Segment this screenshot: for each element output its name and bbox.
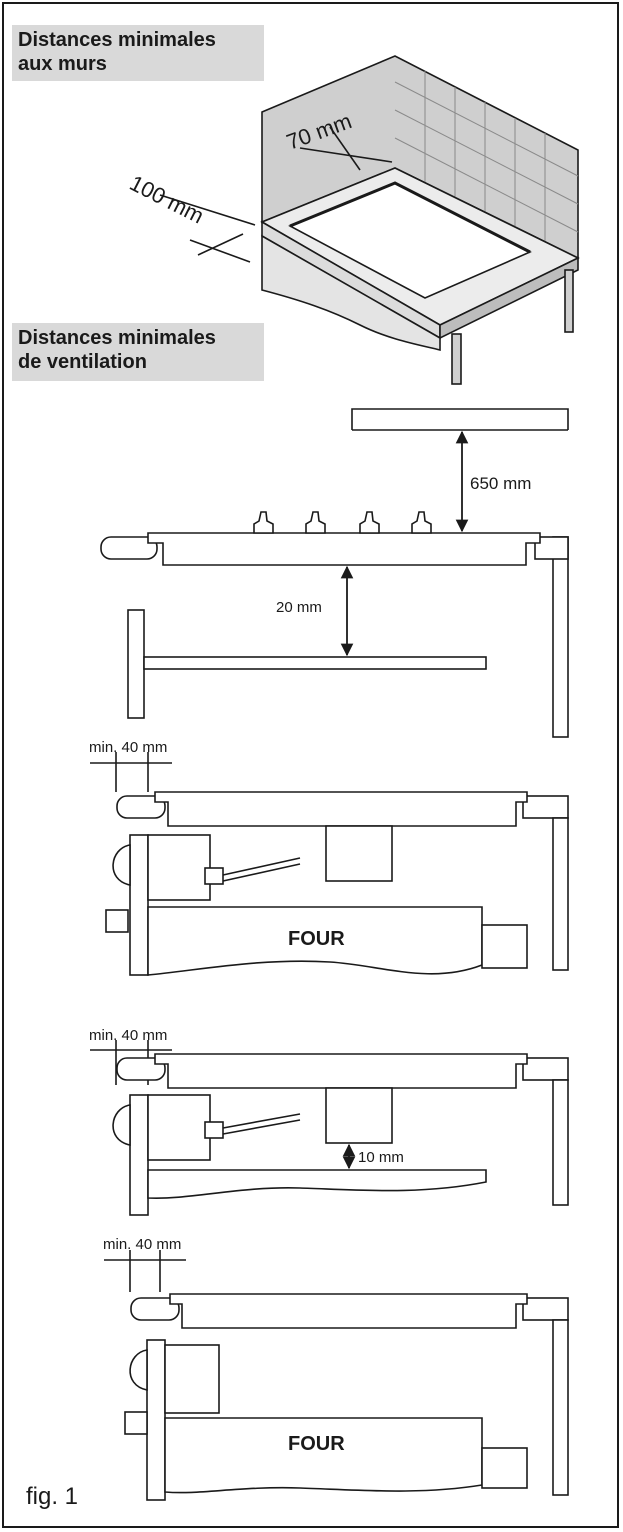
cabinet-side [146,1339,166,1501]
figure-caption: fig. 1 [26,1483,79,1510]
shelf-support [127,609,145,719]
min-side-gap-label: min. 40 mm [103,1236,181,1253]
min-side-gap-label: min. 40 mm [89,1027,167,1044]
hob-connector [325,1087,393,1144]
oven-label: FOUR [288,1433,345,1455]
shelf-gap-label: 20 mm [276,599,322,616]
section-oven-2 [104,1250,569,1501]
hob-body [169,1293,528,1329]
hob-connector [325,825,393,882]
cabinet-leg [451,333,462,385]
hob-body [154,1053,528,1089]
min-side-gap-label: min. 40 mm [89,739,167,756]
divider-shelf [147,1169,487,1199]
hood-gap-label: 650 mm [470,474,531,493]
section-divider [90,1040,569,1216]
worktop-left [100,536,158,560]
bottom-gap-label: 10 mm [358,1149,404,1166]
side-wall [552,536,569,738]
oven [164,1417,483,1494]
gas-valve [147,834,211,901]
ventilation-heading-line1: Distances minimales [18,327,216,349]
hob-body [147,532,541,566]
ventilation-heading: Distances minimales de ventilation [12,323,264,381]
cabinet-side [129,834,149,976]
wall-tiles [394,71,579,242]
burners [253,511,432,534]
oven-label: FOUR [288,928,345,950]
walls-heading-line1: Distances minimales [18,29,216,51]
walls-heading-line2: aux murs [18,53,107,75]
gas-valve [147,1094,211,1161]
shelf [143,656,487,670]
section-oven-1 [90,752,569,976]
walls-heading: Distances minimales aux murs [12,25,264,81]
oven [147,906,483,976]
hob-body [154,791,528,827]
ventilation-heading-line2: de ventilation [18,351,147,373]
section-hood-shelf [100,408,569,738]
wall-side-distance-label: 100 mm [126,170,208,228]
gas-valve [164,1344,220,1414]
cabinet-front [261,234,441,352]
countertop-isometric [159,55,580,385]
